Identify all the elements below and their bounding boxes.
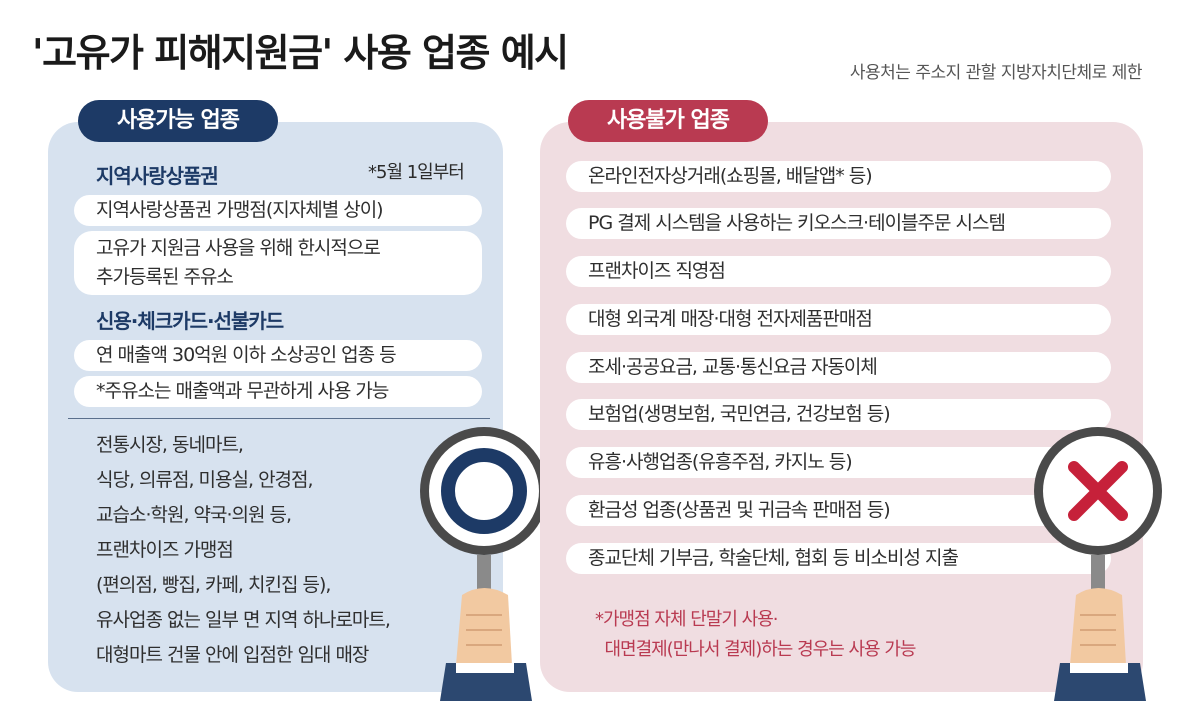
list-item: *주유소는 매출액과 무관하게 사용 가능 <box>74 376 482 407</box>
other-place-line: 대형마트 건물 안에 입점한 임대 매장 <box>96 644 369 666</box>
forbidden-label: 사용불가 업종 <box>568 100 768 142</box>
list-item: 유흥·사행업종(유흥주점, 카지노 등) <box>566 447 1111 478</box>
list-item: PG 결제 시스템을 사용하는 키오스크·테이블주문 시스템 <box>566 208 1111 239</box>
allowed-label: 사용가능 업종 <box>78 100 278 142</box>
page-subtitle: 사용처는 주소지 관할 지방자치단체로 제한 <box>849 63 1143 83</box>
x-sign-icon <box>1034 427 1162 701</box>
list-item: 보험업(생명보험, 국민연금, 건강보험 등) <box>566 399 1111 430</box>
page-title: '고유가 피해지원금' 사용 업종 예시 <box>32 31 569 75</box>
o-sign-icon <box>420 427 548 701</box>
list-item: 지역사랑상품권 가맹점(지자체별 상이) <box>74 195 482 226</box>
list-item: 온라인전자상거래(쇼핑몰, 배달앱* 등) <box>566 161 1111 192</box>
other-place-line: 전통시장, 동네마트, <box>96 434 244 456</box>
list-item-line: 추가등록된 주유소 <box>96 266 234 288</box>
other-place-line: 프랜차이즈 가맹점 <box>96 539 234 561</box>
footnote-line: *가맹점 자체 단말기 사용· <box>595 609 779 630</box>
other-place-line: 교습소·학원, 약국·의원 등, <box>96 504 292 526</box>
other-place-line: 식당, 의류점, 미용실, 안경점, <box>96 469 314 491</box>
list-item: 연 매출액 30억원 이하 소상공인 업종 등 <box>74 340 482 371</box>
list-item: 환금성 업종(상품권 및 귀금속 판매점 등) <box>566 495 1111 526</box>
other-places-list: 전통시장, 동네마트, 식당, 의류점, 미용실, 안경점, 교습소·학원, 약… <box>96 428 476 673</box>
footnote-line: 대면결제(만나서 결제)하는 경우는 사용 가능 <box>595 639 916 660</box>
section-local-voucher-note: *5월 1일부터 <box>368 162 465 183</box>
other-place-line: (편의점, 빵집, 카페, 치킨집 등), <box>96 574 331 596</box>
list-item: 프랜차이즈 직영점 <box>566 256 1111 287</box>
list-item: 조세·공공요금, 교통·통신요금 자동이체 <box>566 352 1111 383</box>
section-card-heading: 신용·체크카드·선불카드 <box>96 309 284 333</box>
list-item: 종교단체 기부금, 학술단체, 협회 등 비소비성 지출 <box>566 543 1111 574</box>
list-item: 고유가 지원금 사용을 위해 한시적으로 추가등록된 주유소 <box>74 231 482 295</box>
section-local-voucher-heading: 지역사랑상품권 <box>96 164 219 188</box>
list-item-line: 고유가 지원금 사용을 위해 한시적으로 <box>96 237 381 259</box>
list-item: 대형 외국계 매장·대형 전자제품판매점 <box>566 304 1111 335</box>
other-place-line: 유사업종 없는 일부 면 지역 하나로마트, <box>96 609 391 631</box>
forbidden-footnote: *가맹점 자체 단말기 사용· 대면결제(만나서 결제)하는 경우는 사용 가능 <box>595 605 916 665</box>
divider <box>68 418 490 419</box>
